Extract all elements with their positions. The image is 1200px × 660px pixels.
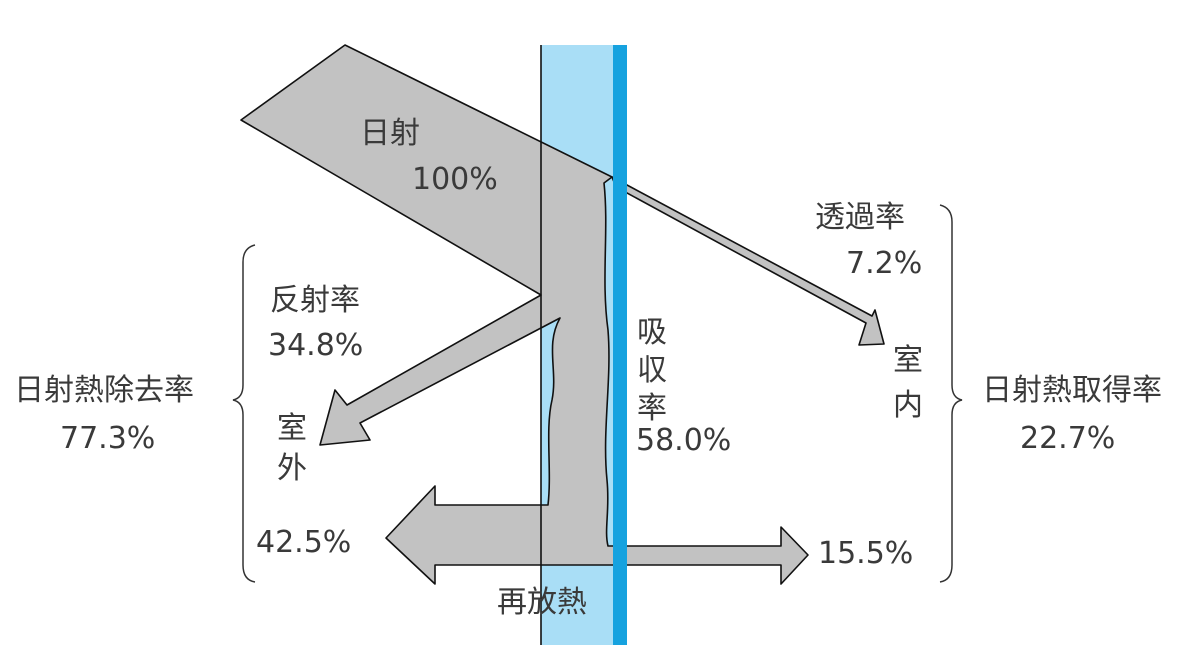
outdoor-label-1: 室 <box>277 411 307 446</box>
transmittance-label: 透過率 <box>815 200 905 235</box>
absorptance-pct: 58.0% <box>636 423 731 458</box>
heat-removal-pct: 77.3% <box>60 421 155 456</box>
right-brace <box>939 204 963 583</box>
solar-pct: 100% <box>412 162 498 197</box>
reflectance-pct: 34.8% <box>268 328 363 363</box>
reradiated-out-pct: 42.5% <box>256 525 351 560</box>
reradiated-in-pct: 15.5% <box>818 536 913 571</box>
glass-edge-stripe <box>613 45 627 645</box>
indoor-label-2: 内 <box>893 388 923 423</box>
transmittance-pct: 7.2% <box>846 246 922 281</box>
left-brace <box>232 244 256 583</box>
solar-label: 日射 <box>360 116 420 151</box>
absorptance-label-3: 率 <box>637 391 667 426</box>
absorptance-label-1: 吸 <box>637 315 667 350</box>
reradiation-label: 再放熱 <box>497 585 587 620</box>
transmitted-arrow <box>611 176 885 346</box>
solar-flow-band <box>240 44 809 585</box>
heat-removal-label: 日射熱除去率 <box>14 373 194 408</box>
outdoor-label-2: 外 <box>277 451 307 486</box>
indoor-label-1: 室 <box>893 343 923 378</box>
heat-gain-pct: 22.7% <box>1020 421 1115 456</box>
heat-gain-label: 日射熱取得率 <box>982 373 1162 408</box>
absorptance-label-2: 収 <box>637 353 667 388</box>
reflectance-label: 反射率 <box>270 283 360 318</box>
